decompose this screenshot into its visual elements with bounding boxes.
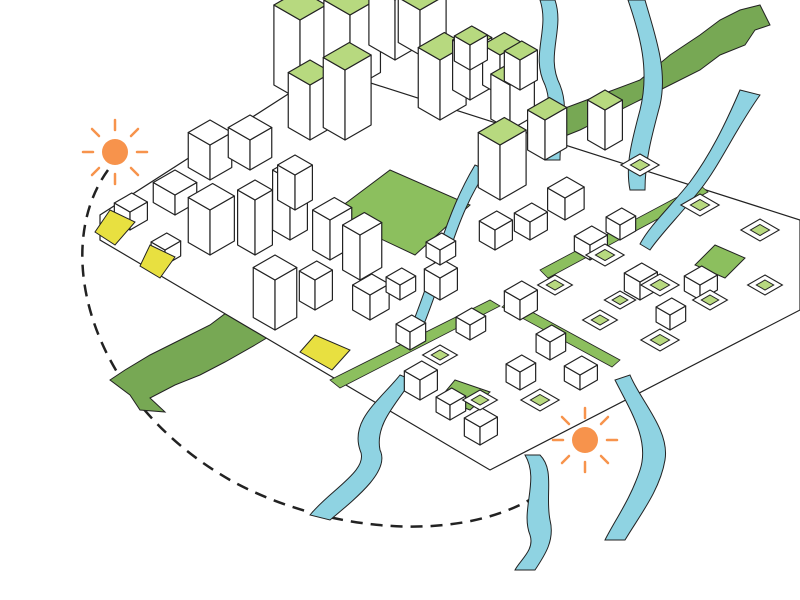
building bbox=[563, 355, 598, 391]
building bbox=[385, 267, 417, 301]
building bbox=[277, 154, 313, 211]
courtyard-block bbox=[421, 344, 459, 366]
river-south-1 bbox=[309, 374, 413, 521]
building bbox=[187, 182, 235, 256]
sun-icon bbox=[551, 406, 619, 474]
courtyard-block bbox=[619, 153, 661, 177]
building-green-roof bbox=[477, 116, 527, 201]
building bbox=[547, 176, 585, 221]
building bbox=[298, 260, 333, 311]
building bbox=[435, 387, 467, 421]
central-park bbox=[329, 169, 471, 256]
river-south-2 bbox=[514, 454, 552, 571]
river-north-2 bbox=[627, 0, 663, 191]
solar-panel-roof bbox=[94, 209, 136, 246]
building-green-roof bbox=[587, 89, 623, 151]
courtyard-block bbox=[603, 290, 637, 310]
building-green-roof bbox=[453, 25, 488, 71]
building bbox=[683, 265, 718, 301]
courtyard-block bbox=[746, 274, 784, 296]
building-green-roof bbox=[527, 96, 568, 161]
sun-orbit-path bbox=[81, 169, 546, 528]
building bbox=[237, 179, 273, 256]
building bbox=[463, 407, 498, 446]
greenbelt-left bbox=[109, 299, 281, 413]
building bbox=[505, 354, 537, 391]
solar-panel-roof bbox=[139, 244, 176, 279]
building bbox=[252, 254, 298, 331]
courtyard-blocks bbox=[421, 153, 784, 412]
courtyard-block bbox=[639, 328, 681, 352]
solar-panel-roof bbox=[299, 334, 351, 371]
river-east bbox=[639, 89, 761, 251]
courtyard-block bbox=[639, 273, 681, 297]
building bbox=[513, 202, 548, 241]
building bbox=[455, 307, 487, 341]
building bbox=[655, 297, 687, 331]
building-green-roof bbox=[322, 41, 372, 141]
building bbox=[605, 207, 637, 241]
courtyard-block bbox=[519, 388, 561, 412]
building bbox=[342, 211, 383, 281]
building bbox=[503, 280, 538, 321]
building bbox=[187, 119, 233, 181]
courtyard-block bbox=[581, 309, 619, 331]
building bbox=[535, 324, 567, 361]
courtyard-block bbox=[691, 289, 729, 311]
city-buildings bbox=[113, 0, 718, 446]
building-green-roof bbox=[503, 40, 538, 91]
building bbox=[227, 114, 273, 171]
river-south-3 bbox=[604, 374, 667, 541]
building bbox=[425, 232, 457, 266]
building bbox=[403, 360, 438, 401]
courtyard-block bbox=[584, 243, 626, 267]
solar-panel-roofs bbox=[94, 209, 351, 371]
courtyard-block bbox=[536, 274, 574, 296]
courtyard-block bbox=[461, 389, 499, 411]
building bbox=[395, 314, 427, 351]
courtyard-block bbox=[679, 193, 721, 217]
building bbox=[478, 210, 513, 251]
building bbox=[352, 273, 390, 321]
sun-icon bbox=[81, 118, 149, 186]
building bbox=[423, 258, 458, 301]
courtyard-block bbox=[739, 218, 781, 242]
